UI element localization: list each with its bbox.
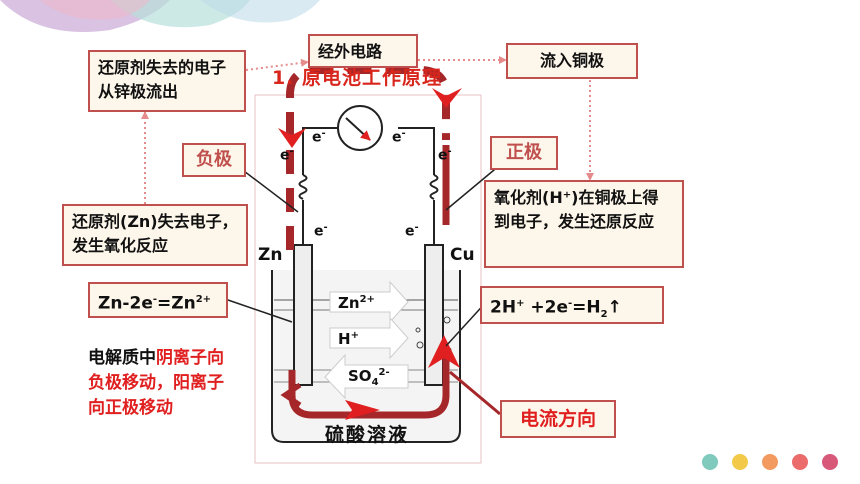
decorative-arcs (0, 0, 320, 32)
galvanometer (337, 105, 383, 151)
h-ion-label: H+ (338, 330, 359, 348)
section-title: 1. 原电池工作原理 (272, 67, 443, 89)
h-ion-arrow (329, 316, 409, 360)
electron-label-4: e- (438, 146, 452, 164)
so4-ion-label: SO42- (348, 367, 390, 388)
zn-coil (298, 174, 308, 200)
electron-label-6: e- (405, 222, 419, 240)
zn-label: Zn (258, 245, 283, 265)
electron-flow-loop (286, 66, 450, 250)
electron-label-3: e- (280, 146, 294, 164)
callout-reductant-lose-electrons: 还原剂失去的电子从锌极流出 (88, 50, 246, 112)
decorative-dots (702, 454, 838, 470)
electrolyte-ion-migration-note: 电解质中阴离子向负极移动，阳离子向正极移动 (88, 348, 224, 418)
down-arrow-left (278, 128, 306, 148)
cu-label: Cu (450, 245, 475, 265)
zn-half-equation: Zn-2e-=Zn2+ (88, 282, 228, 318)
beaker (271, 270, 461, 443)
callout-oxidation: 还原剂(Zn)失去电子，发生氧化反应 (62, 204, 248, 266)
right-arrow-bottom (345, 400, 380, 420)
electron-label-1: e- (312, 128, 326, 146)
tag-positive-electrode: 正极 (490, 136, 558, 170)
down-arrow-right (432, 88, 462, 108)
callout-into-copper: 流入铜极 (506, 43, 638, 79)
up-arrow-right (428, 335, 460, 368)
h-half-equation: 2H+ +2e-=H2↑ (480, 286, 664, 324)
solution-label: 硫酸溶液 (325, 424, 410, 446)
zn-electrode (293, 244, 313, 386)
callout-external-circuit: 经外电路 (308, 34, 418, 68)
cu-coil (429, 174, 439, 200)
zn-ion-arrow (329, 280, 409, 324)
electron-label-5: e- (314, 222, 328, 240)
zn-ion-label: Zn2+ (338, 294, 375, 312)
tag-current-direction: 电流方向 (500, 400, 616, 438)
electron-label-2: e- (392, 128, 406, 146)
callout-reduction: 氧化剂(H⁺)在铜极上得到电子，发生还原反应 (484, 180, 684, 268)
so4-ion-arrow (324, 353, 409, 400)
tag-negative-electrode: 负极 (182, 143, 246, 177)
